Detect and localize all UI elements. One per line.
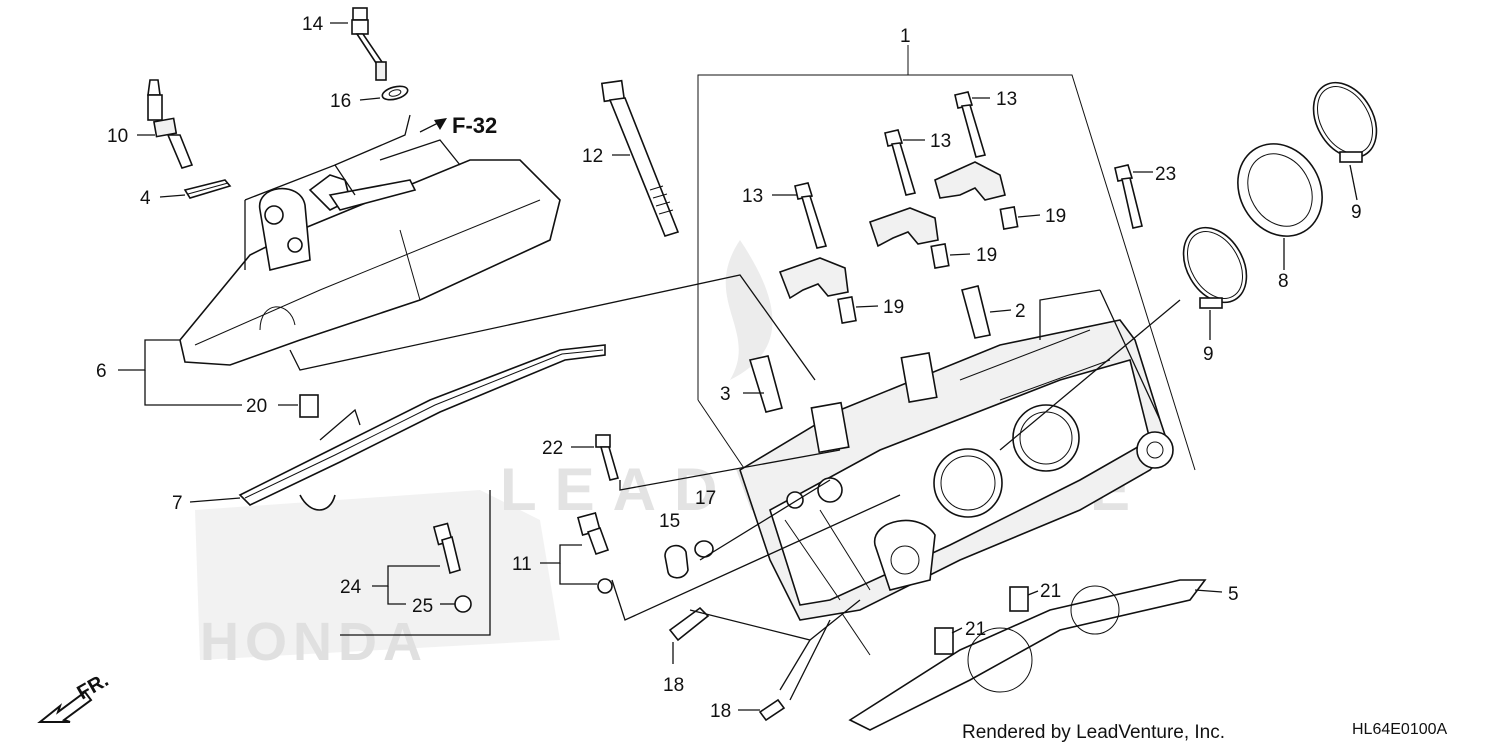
temperature-sensor [576, 511, 613, 594]
cam-cap-1 [934, 161, 1006, 201]
callout-9b: 9 [1203, 344, 1214, 365]
callout-6: 6 [96, 361, 107, 382]
callout-13b: 13 [930, 131, 951, 152]
f32-arrow-icon [434, 118, 447, 130]
callout-20: 20 [246, 396, 267, 417]
callout-13a: 13 [996, 89, 1017, 110]
valve-guide-in [961, 285, 991, 339]
dowel-pin [299, 394, 319, 418]
callout-17: 17 [695, 488, 716, 509]
callout-1: 1 [900, 26, 911, 47]
callout-3: 3 [720, 384, 731, 405]
callout-10: 10 [107, 126, 128, 147]
callout-22: 22 [542, 438, 563, 459]
plug-o-ring [694, 540, 714, 558]
front-direction-indicator: FR. [37, 669, 112, 723]
leader-lines [118, 22, 1358, 711]
valve-guide-ex [748, 355, 783, 413]
long-bolt [600, 79, 680, 237]
stud-bolt-2 [758, 698, 786, 722]
callout-24: 24 [340, 577, 362, 598]
callout-19a: 19 [1045, 206, 1066, 227]
cover-bolt [351, 7, 387, 81]
head-dowel-2 [934, 627, 954, 655]
spark-plug [147, 79, 194, 169]
callout-11: 11 [512, 554, 532, 575]
cam-cap-dowel-1 [999, 206, 1019, 230]
front-arrow-icon [37, 690, 93, 723]
oil-temp-sensor [432, 522, 472, 613]
cover-washer [381, 85, 409, 101]
cylinder-head [739, 319, 1174, 621]
intake-clamp-upper [1312, 81, 1378, 163]
callout-7: 7 [172, 493, 183, 514]
head-dowel-1 [1009, 586, 1029, 612]
callout-15: 15 [659, 511, 680, 532]
stud-bolt-1 [668, 606, 710, 642]
sealing-plug [664, 544, 689, 579]
cam-cap-bolt-3 [794, 182, 828, 249]
intake-clamp-lower [1182, 226, 1248, 309]
callout-16: 16 [330, 91, 351, 112]
callout-5: 5 [1228, 584, 1239, 605]
callout-21b: 21 [965, 619, 986, 640]
reference-f32: F-32 [452, 113, 497, 138]
callout-8: 8 [1278, 271, 1289, 292]
callout-9a: 9 [1351, 202, 1362, 223]
cam-cap-bolt-2 [884, 129, 917, 196]
callout-19b: 19 [976, 245, 997, 266]
callout-2: 2 [1015, 301, 1026, 322]
callout-18a: 18 [663, 675, 684, 696]
callout-4: 4 [140, 188, 151, 209]
honda-watermark: HONDA [195, 490, 560, 672]
rendered-by-credit: Rendered by LeadVenture, Inc. [962, 722, 1225, 743]
cam-cap-dowel-2 [930, 243, 950, 269]
intake-insulator [1237, 143, 1323, 237]
cam-cap-2 [868, 207, 939, 248]
callout-25: 25 [412, 596, 433, 617]
honda-logo-text: HONDA [200, 612, 428, 672]
callout-labels: 1 2 3 4 5 6 7 8 9 9 10 11 12 13 13 13 14… [96, 14, 1362, 722]
flange-bolt [595, 434, 619, 481]
cam-cap-3 [778, 257, 849, 300]
cylinder-head-cover [179, 159, 561, 366]
plug-seal [183, 179, 232, 199]
callout-12: 12 [582, 146, 603, 167]
head-cover-gasket [238, 344, 606, 511]
callout-21a: 21 [1040, 581, 1061, 602]
cam-cap-bolt-1 [954, 91, 987, 158]
diagram-code: HL64E0100A [1352, 721, 1448, 738]
head-bolt [1114, 164, 1143, 229]
callout-13c: 13 [742, 186, 763, 207]
callout-14: 14 [302, 14, 324, 35]
callout-19c: 19 [883, 297, 904, 318]
callout-23: 23 [1155, 164, 1176, 185]
cam-cap-dowel-3 [837, 296, 857, 324]
callout-18b: 18 [710, 701, 731, 722]
